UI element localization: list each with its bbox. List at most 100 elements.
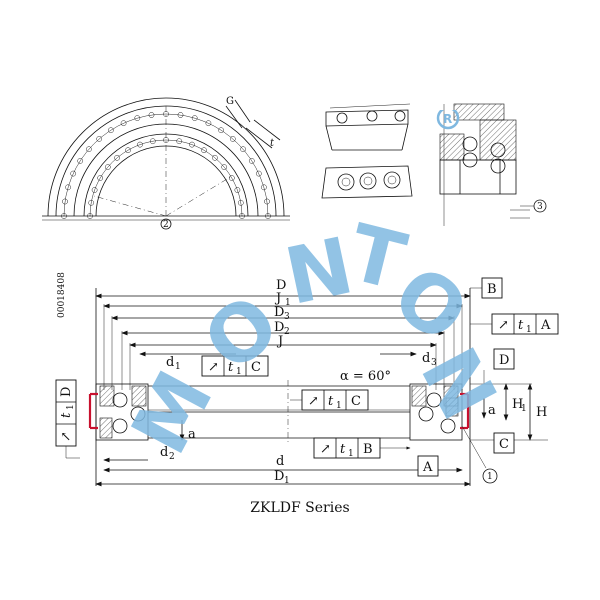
dim-D: D (276, 278, 286, 293)
svg-text:C: C (251, 360, 261, 375)
bolt-hole (148, 112, 155, 118)
bolt-hole (108, 127, 114, 134)
bolt-hole (137, 141, 143, 148)
bolt-hole (212, 154, 218, 161)
dim-D3: D (274, 305, 284, 320)
dim-d: d (276, 454, 284, 469)
dim-d2: d (160, 445, 168, 460)
dim-a-left: a (188, 427, 196, 442)
dim-H: H (536, 405, 547, 420)
datum-D: D (483, 348, 515, 384)
bolt-hole (104, 164, 111, 170)
bolt-hole (264, 198, 270, 205)
svg-text:t: t (518, 318, 524, 333)
svg-text:t: t (59, 412, 74, 418)
bolt-hole (228, 175, 235, 181)
bolt-hole (97, 175, 104, 181)
svg-text:↗: ↗ (208, 360, 219, 375)
dim-H1-sub: 1 (521, 404, 527, 414)
bolt-hole (218, 127, 224, 134)
bolt-hole (221, 164, 228, 170)
tolerance-frame-center-C-mid: ↗ t 1 C (290, 389, 369, 411)
svg-text:↗: ↗ (59, 431, 74, 442)
bolt-hole (88, 199, 95, 206)
callout-1-text: 1 (487, 472, 493, 482)
dim-J: J (276, 334, 283, 349)
datum-A: A (417, 455, 439, 477)
detail-views: 3 (321, 103, 547, 226)
bolt-hole (201, 147, 207, 154)
dim-D2: D (274, 320, 284, 335)
svg-text:t: t (228, 360, 234, 375)
dim-d2-sub: 2 (169, 452, 175, 462)
bolt-hole (86, 146, 92, 153)
label-t: t (270, 138, 275, 149)
svg-text:1: 1 (336, 401, 342, 411)
svg-text:C: C (351, 394, 361, 409)
drawing-number: 00018408 (57, 272, 67, 318)
svg-text:1: 1 (236, 367, 242, 377)
bolt-hole (177, 112, 184, 118)
bolt-hole (176, 138, 183, 145)
bolt-hole (70, 170, 77, 177)
dim-d3: d (422, 351, 430, 366)
dim-D1-sub: 1 (284, 476, 290, 486)
tolerance-frame-center-B: ↗ t 1 B (313, 437, 411, 459)
dim-d1-sub: 1 (175, 362, 181, 372)
svg-text:A: A (540, 318, 551, 333)
dim-J1-sub: 1 (285, 298, 291, 308)
callout-3-text: 3 (537, 202, 543, 212)
tolerance-frame-left-D: D t 1 ↗ (55, 379, 80, 459)
bolt-hole (77, 158, 84, 164)
svg-text:↗: ↗ (498, 318, 509, 333)
bolt-hole (240, 146, 246, 153)
series-caption: ZKLDF Series (250, 500, 350, 516)
bolt-hole (62, 198, 68, 205)
half-ring-view: G t 2 (42, 96, 290, 230)
bolt-hole (234, 187, 241, 193)
callout-2-circle (160, 218, 172, 230)
dim-a-right: a (488, 403, 496, 418)
dim-H1: H (512, 397, 523, 412)
bolt-hole (125, 147, 131, 154)
outer-bolt-holes (61, 111, 271, 219)
svg-text:B: B (487, 282, 497, 297)
bolt-hole (114, 154, 120, 161)
tolerance-frame-right-top: ↗ t 1 A (470, 313, 559, 335)
datum-C: C (493, 432, 515, 454)
dim-d1: d (166, 355, 174, 370)
callout-1-circle (482, 468, 498, 484)
svg-text:A: A (422, 460, 433, 475)
bolt-hole (96, 136, 103, 142)
svg-text:1: 1 (526, 325, 532, 335)
left-bearing-section (88, 383, 149, 441)
tolerance-frame-center-C-upper: ↗ t 1 C (201, 355, 269, 377)
bolt-hole (134, 115, 141, 121)
svg-text:D: D (499, 353, 509, 368)
svg-text:↗: ↗ (320, 442, 331, 457)
datum-B: B (470, 277, 503, 299)
dim-D3-sub: 3 (284, 312, 290, 322)
main-section: D J 1 D 3 D 2 J d 1 d 3 α = 60° (88, 278, 548, 487)
bolt-hole (191, 115, 198, 121)
bolt-hole (255, 170, 262, 177)
bolt-hole (120, 120, 127, 127)
svg-text:1: 1 (348, 449, 354, 459)
bolt-hole (189, 141, 195, 148)
dim-J1: J (274, 291, 281, 306)
callout-2-text: 2 (163, 220, 169, 230)
svg-text:D: D (59, 387, 74, 397)
svg-text:t: t (328, 394, 334, 409)
svg-text:t: t (340, 442, 346, 457)
label-G: G (226, 96, 234, 107)
bolt-hole (149, 138, 156, 145)
bolt-hole (237, 199, 244, 206)
dim-D1: D (274, 469, 284, 484)
bolt-hole (261, 184, 267, 191)
dim-alpha: α = 60° (340, 369, 391, 384)
svg-text:B: B (363, 442, 373, 457)
svg-text:C: C (499, 437, 509, 452)
svg-text:↗: ↗ (308, 394, 319, 409)
